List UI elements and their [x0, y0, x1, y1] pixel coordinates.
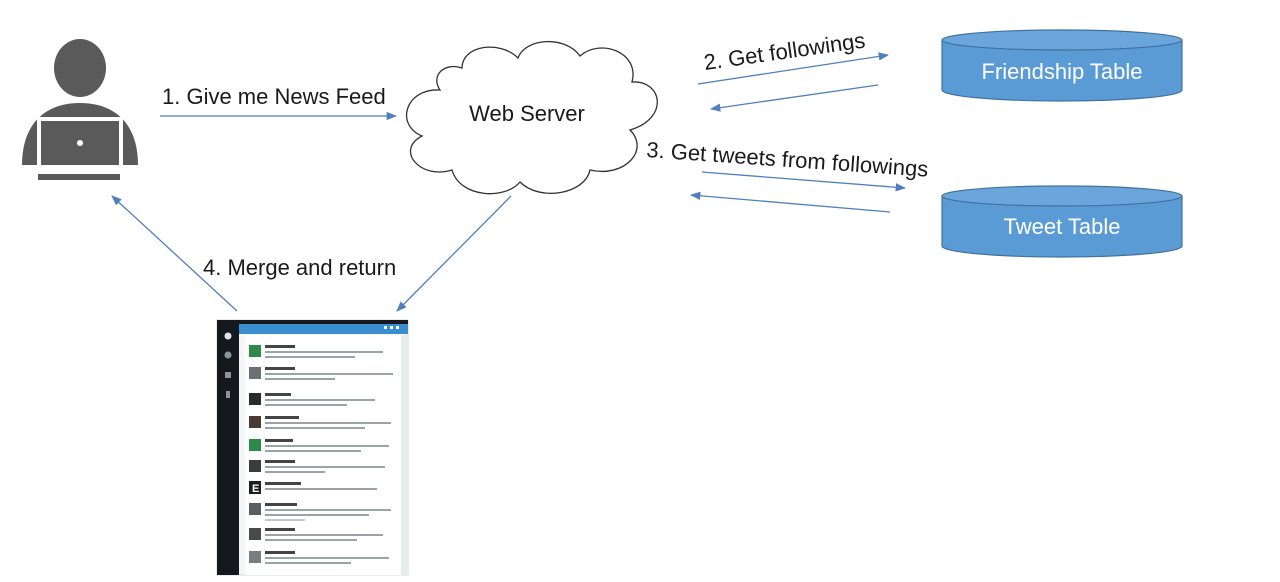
web-server-cloud: Web Server: [405, 40, 658, 195]
user-laptop-icon: [22, 39, 138, 180]
tweet-table-label: Tweet Table: [1003, 214, 1120, 239]
feed-tweet-row: [249, 528, 383, 541]
feed-tweet-row: [249, 345, 383, 358]
feed-tweet-row: [249, 367, 393, 380]
twitter-feed-screenshot: E: [216, 319, 409, 576]
tweet-table-db: Tweet Table: [941, 185, 1183, 258]
arrow-server-to-tweet: [701, 171, 907, 192]
step1-label: 1. Give me News Feed: [162, 84, 386, 109]
feed-tweet-row: E: [249, 481, 377, 495]
arrow-friendship-to-server: [709, 84, 879, 112]
svg-text:E: E: [252, 483, 259, 495]
feed-tweet-row: [249, 460, 385, 473]
arrow-feed-to-user: [111, 195, 238, 312]
arrow-server-to-feed: [396, 195, 512, 312]
sidebar-me-icon: [226, 391, 230, 398]
feed-tweet-row: [249, 439, 389, 452]
sidebar-connect-icon: [224, 351, 232, 359]
feed-tweet-row: [249, 503, 391, 521]
step2-label: 2. Get followings: [702, 28, 867, 75]
web-server-label: Web Server: [469, 101, 585, 126]
friendship-table-label: Friendship Table: [981, 59, 1142, 84]
sidebar-home-icon: [224, 332, 232, 340]
feed-tweet-row: [249, 416, 391, 429]
step3-label: 3. Get tweets from followings: [646, 137, 930, 182]
feed-tweet-row: [249, 393, 375, 406]
friendship-table-db: Friendship Table: [941, 29, 1183, 102]
step4-label: 4. Merge and return: [203, 255, 396, 280]
arrow-server-to-friendship: [697, 52, 890, 85]
arrow-tweet-to-server: [689, 191, 891, 213]
feed-tweet-row: [249, 551, 389, 564]
sidebar-discover-icon: [225, 372, 231, 378]
